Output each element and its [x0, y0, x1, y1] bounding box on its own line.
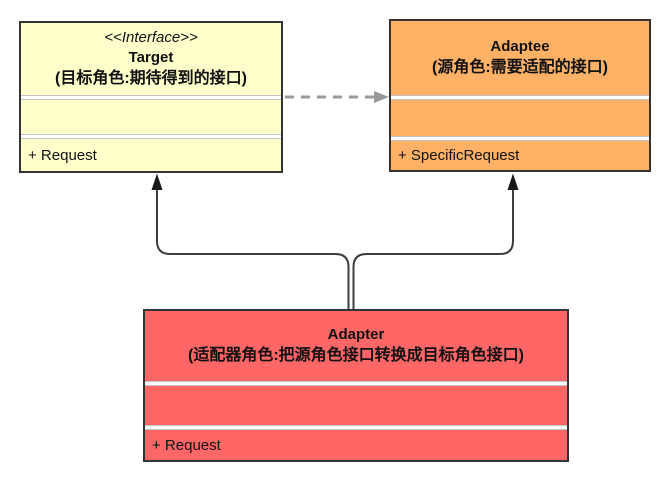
edge-target-to-adaptee [285, 91, 389, 103]
edge-adapter-to-target [151, 173, 350, 309]
method-label: + Request [28, 146, 97, 164]
arrowhead-up-icon [151, 173, 163, 190]
class-fields-target [21, 100, 281, 134]
section-divider [391, 136, 649, 141]
arrowhead-right-icon [374, 91, 389, 103]
stereotype-label: <<Interface>> [104, 28, 198, 46]
edge-adapter-to-adaptee [352, 173, 519, 309]
class-header-adaptee: Adaptee (源角色:需要适配的接口) [391, 21, 649, 95]
class-description-adaptee: (源角色:需要适配的接口) [432, 59, 608, 77]
section-divider [391, 95, 649, 100]
class-methods-target: + Request [21, 139, 281, 171]
solid-line [352, 178, 514, 309]
class-methods-adaptee: + SpecificRequest [391, 141, 649, 170]
section-divider [21, 95, 281, 100]
solid-line [156, 178, 350, 309]
arrowhead-up-icon [507, 173, 519, 190]
class-name-adapter: Adapter [327, 326, 385, 344]
class-box-adapter: Adapter (适配器角色:把源角色接口转换成目标角色接口) + Reques… [143, 309, 569, 462]
method-label: + SpecificRequest [398, 147, 520, 164]
class-name-adaptee: Adaptee [490, 38, 550, 56]
class-fields-adaptee [391, 100, 649, 136]
class-box-adaptee: Adaptee (源角色:需要适配的接口) + SpecificRequest [389, 19, 651, 172]
class-header-adapter: Adapter (适配器角色:把源角色接口转换成目标角色接口) [145, 311, 567, 381]
class-description-adapter: (适配器角色:把源角色接口转换成目标角色接口) [188, 347, 524, 365]
class-box-target: <<Interface>> Target (目标角色:期待得到的接口) + Re… [19, 21, 283, 173]
class-description-target: (目标角色:期待得到的接口) [55, 70, 247, 88]
method-label: + Request [152, 436, 221, 454]
section-divider [145, 381, 567, 386]
class-name-target: Target [128, 49, 174, 67]
class-fields-adapter [145, 386, 567, 425]
section-divider [145, 425, 567, 430]
section-divider [21, 134, 281, 139]
class-header-target: <<Interface>> Target (目标角色:期待得到的接口) [21, 23, 281, 95]
class-methods-adapter: + Request [145, 430, 567, 460]
